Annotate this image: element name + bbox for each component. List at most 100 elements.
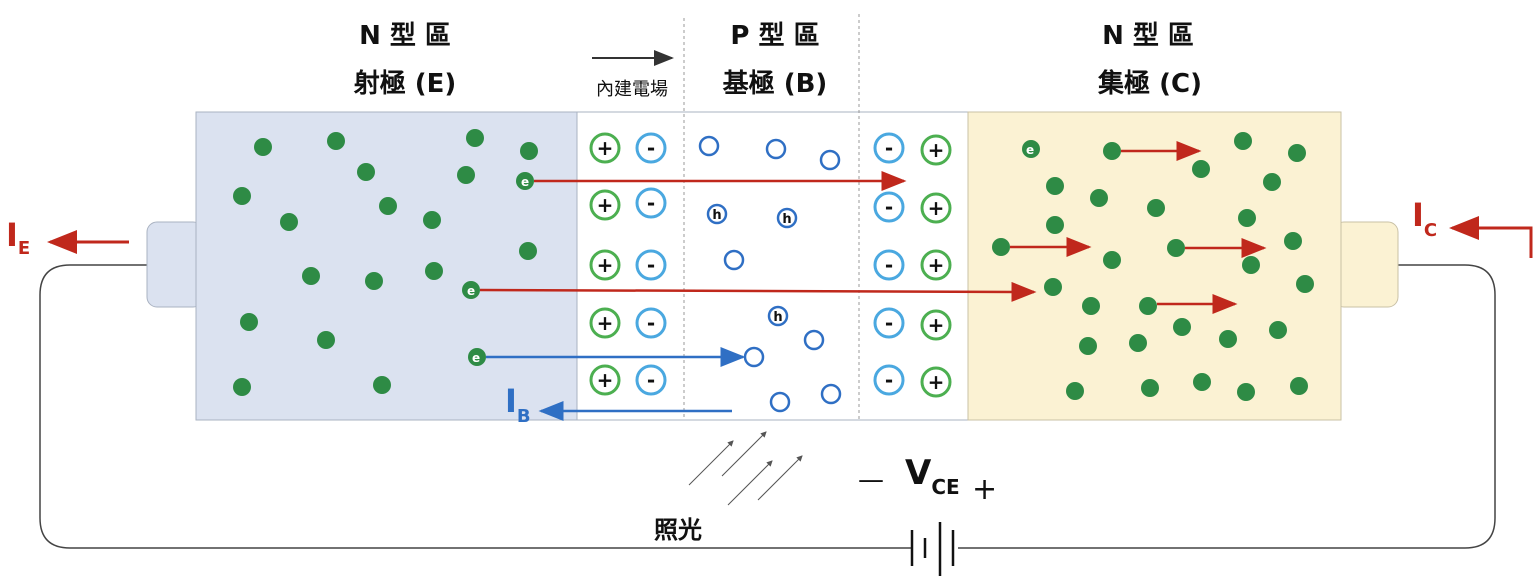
hole [819,149,841,171]
electron [357,163,375,181]
negative-ion: - [873,191,905,223]
svg-text:-: - [885,368,893,392]
electron [233,378,251,396]
moving-electron-2: e [462,281,480,299]
vce-plus: + [972,472,997,507]
negative-ion: - [873,132,905,164]
electron [233,187,251,205]
svg-text:h: h [773,310,782,325]
field-label: 內建電場 [596,79,668,100]
negative-ion: - [635,132,667,164]
svg-text:e: e [472,351,480,365]
electron [1238,209,1256,227]
electron [1263,173,1281,191]
circuit-wire [39,264,1496,549]
svg-text:+: + [597,368,614,392]
positive-ion: + [589,132,621,164]
electron [254,138,272,156]
electron [1046,177,1064,195]
hole [723,249,745,271]
hole [698,135,720,157]
positive-ion: + [920,366,952,398]
electron [1193,373,1211,391]
electron [373,376,391,394]
positive-ion: + [589,249,621,281]
right-junction-ions: - + - + - + - + - + [873,132,952,398]
left-junction-ions: + - + - + - + - + - [589,132,667,396]
electron [1090,189,1108,207]
svg-text:-: - [885,195,893,219]
svg-text:-: - [885,136,893,160]
svg-text:+: + [928,138,945,162]
svg-text:+: + [928,313,945,337]
ic-arrow [1449,216,1533,258]
electron [1237,383,1255,401]
electron [1269,321,1287,339]
svg-text:+: + [928,196,945,220]
moving-electron-1: e [516,172,534,190]
light-label: 照光 [654,516,702,544]
electron [457,166,475,184]
base-type-label: P 型 區 [730,21,819,51]
electron [1066,382,1084,400]
hole: h [767,305,789,327]
svg-text:-: - [885,311,893,335]
positive-ion: + [920,309,952,341]
electron [520,142,538,160]
svg-text:+: + [928,253,945,277]
hole [820,383,842,405]
ie-label: IE [6,216,30,259]
collector-region [967,111,1342,421]
electron [1192,160,1210,178]
svg-text:e: e [1026,143,1034,157]
positive-ion: + [589,307,621,339]
moving-electron-3: e [468,348,486,366]
emitter-electrons [233,129,538,396]
ib-label: IB [505,382,531,427]
electron [1139,297,1157,315]
ic-label: IC [1412,196,1437,241]
electron [365,272,383,290]
negative-ion: - [635,187,667,219]
base-name-label: 基極 (B) [723,69,828,99]
negative-ion: - [635,249,667,281]
svg-text:h: h [712,208,721,223]
electron [425,262,443,280]
vce-minus: — [858,465,884,495]
positive-ion: + [589,364,621,396]
emitter-contact [146,221,204,308]
electron [317,331,335,349]
electron [1234,132,1252,150]
electron [1103,251,1121,269]
svg-text:+: + [597,253,614,277]
emitter-region [195,111,578,421]
positive-ion: + [920,192,952,224]
svg-text:-: - [647,368,655,392]
positive-ion: + [920,249,952,281]
negative-ion: - [635,307,667,339]
svg-text:+: + [597,193,614,217]
svg-text:-: - [647,253,655,277]
electron [240,313,258,331]
positive-ion: + [920,134,952,166]
electron [1167,239,1185,257]
negative-ion: - [873,307,905,339]
electron [519,242,537,260]
hole [765,138,787,160]
hole: h [776,207,798,229]
svg-text:-: - [885,253,893,277]
electron [1173,318,1191,336]
electron [379,197,397,215]
svg-text:h: h [782,212,791,227]
hole: h [706,203,728,225]
svg-text:e: e [521,175,529,189]
emitter-name-label: 射極 (E) [353,69,457,99]
electron [992,238,1010,256]
collector-type-label: N 型 區 [1102,21,1194,51]
electron [302,267,320,285]
emitter-type-label: N 型 區 [359,21,451,51]
svg-text:e: e [467,284,475,298]
collector-electrons [992,132,1314,401]
labeled-holes: h h h [706,203,798,327]
